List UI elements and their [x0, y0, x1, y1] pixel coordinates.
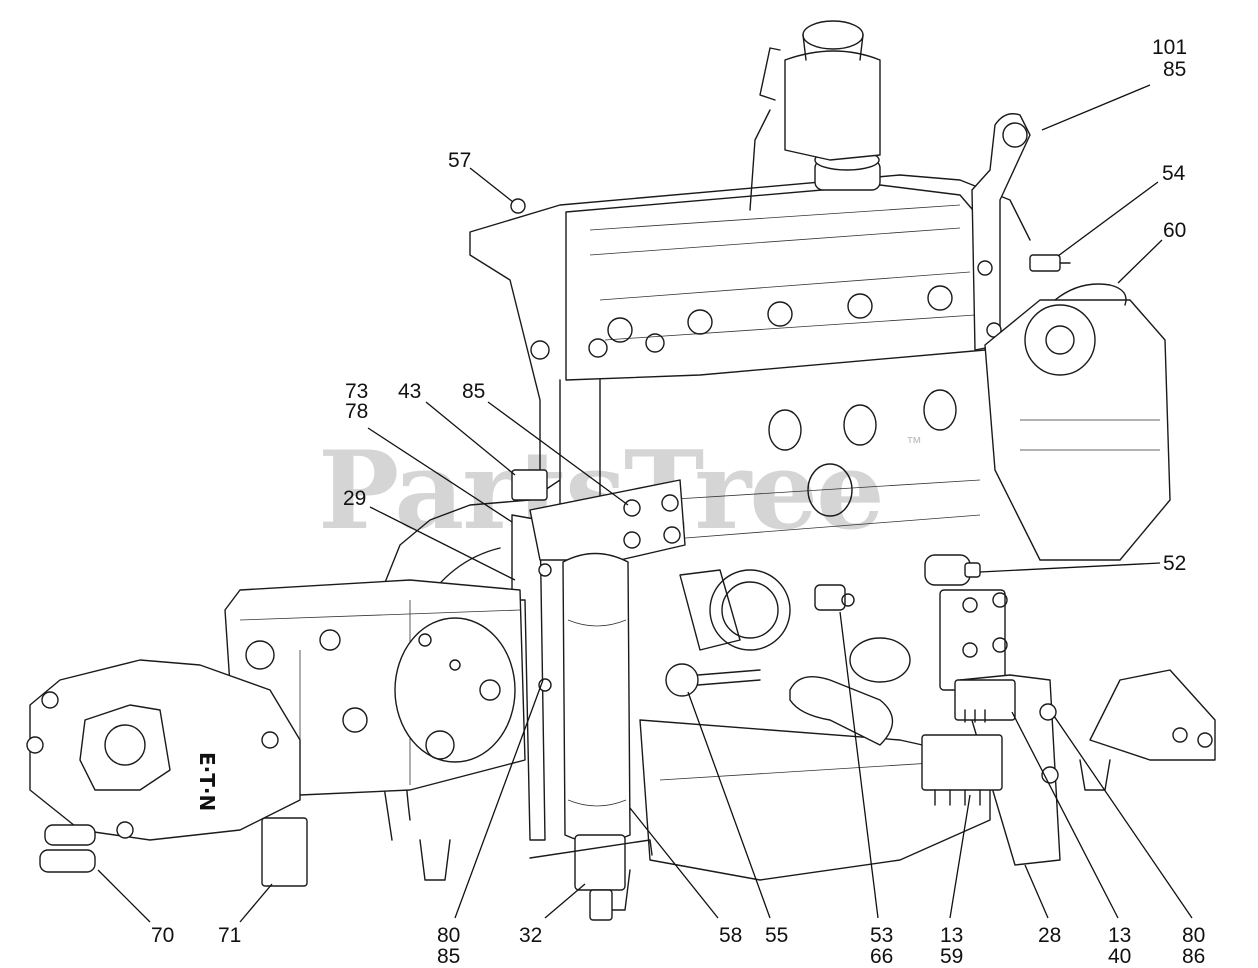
callout-55: 55: [765, 924, 788, 947]
leader-80a: [454, 679, 544, 919]
leader-71: [239, 883, 273, 923]
leader-28: [1024, 864, 1049, 919]
callout-101-line1: 101: [1152, 36, 1187, 59]
callout-54-line1: 54: [1162, 162, 1186, 185]
trademark-symbol: ™: [906, 435, 922, 452]
callout-80-85-line2: 85: [437, 945, 460, 968]
callout-53-66-line2: 66: [870, 945, 893, 968]
callout-71: 71: [218, 924, 241, 947]
callout-52-line1: 52: [1163, 552, 1186, 575]
sensor-group: [510, 198, 1008, 697]
callout-70: 70: [151, 924, 174, 947]
callout-80-86-line1: 80: [1182, 924, 1205, 947]
leader-73: [367, 427, 513, 523]
callout-80-85: 80 85: [437, 924, 466, 968]
callout-58-line1: 58: [719, 924, 742, 947]
hydraulic-pump: E·T·N: [26, 579, 526, 887]
leader-57: [469, 167, 514, 203]
leader-80b: [1053, 715, 1193, 919]
callout-58: 58: [719, 924, 742, 947]
callout-73-line1: 73: [345, 380, 368, 403]
callout-73: 73 78: [345, 380, 374, 423]
relay-bracket: [921, 674, 1061, 866]
callout-80-86-line2: 86: [1182, 945, 1205, 968]
callout-54: 54: [1162, 162, 1186, 185]
leader-53: [839, 611, 879, 919]
leader-60: [1117, 239, 1163, 284]
callout-13-40: 13 40: [1108, 924, 1137, 968]
callout-57: 57: [448, 149, 471, 172]
callout-43: 43: [398, 380, 421, 403]
callout-13-59-line1: 13: [940, 924, 963, 947]
leader-52: [979, 562, 1161, 573]
leader-54: [1057, 181, 1159, 257]
callout-70-line1: 70: [151, 924, 174, 947]
callout-85: 85: [462, 380, 485, 403]
leader-lines: [97, 84, 1193, 923]
alternator-assembly: [971, 113, 1171, 561]
callout-32: 32: [519, 924, 542, 947]
pump-brand-label: E·T·N: [195, 752, 219, 811]
callout-101-line2: 85: [1163, 58, 1186, 81]
callout-32-line1: 32: [519, 924, 542, 947]
callout-28: 28: [1038, 924, 1061, 947]
leader-43: [425, 401, 516, 476]
callout-57-line1: 57: [448, 149, 471, 172]
callout-53-66: 53 66: [870, 924, 899, 968]
leader-32: [544, 883, 586, 919]
leader-85: [487, 401, 629, 506]
callout-13-59: 13 59: [940, 924, 969, 968]
callout-13-40-line1: 13: [1108, 924, 1131, 947]
callout-52: 52: [1163, 552, 1186, 575]
leader-55: [687, 691, 771, 919]
leader-101: [1041, 84, 1151, 131]
callout-71-line1: 71: [218, 924, 241, 947]
fuel-filter-assembly: [511, 469, 686, 921]
callout-53-66-line1: 53: [870, 924, 893, 947]
callout-80-85-line1: 80: [437, 924, 460, 947]
callout-13-40-line2: 40: [1108, 945, 1131, 968]
callout-60-line1: 60: [1163, 219, 1186, 242]
callout-labels: 101 85 54 60 57 73 78 43 85 29 52 70: [151, 36, 1211, 968]
callout-101: 101 85: [1152, 36, 1193, 81]
leader-13b: [1011, 711, 1119, 919]
callout-29-line1: 29: [343, 487, 366, 510]
leader-29: [369, 506, 516, 581]
leader-70: [97, 869, 151, 923]
callout-28-line1: 28: [1038, 924, 1061, 947]
callout-60: 60: [1163, 219, 1186, 242]
leader-13a: [949, 794, 971, 919]
callout-73-line2: 78: [345, 400, 368, 423]
callout-55-line1: 55: [765, 924, 788, 947]
callout-29: 29: [343, 487, 366, 510]
callout-13-59-line2: 59: [940, 945, 963, 968]
leader-58: [629, 807, 719, 919]
callout-85-line1: 85: [462, 380, 485, 403]
callout-43-line1: 43: [398, 380, 421, 403]
callout-80-86: 80 86: [1182, 924, 1211, 968]
engine-block: [371, 20, 1216, 911]
